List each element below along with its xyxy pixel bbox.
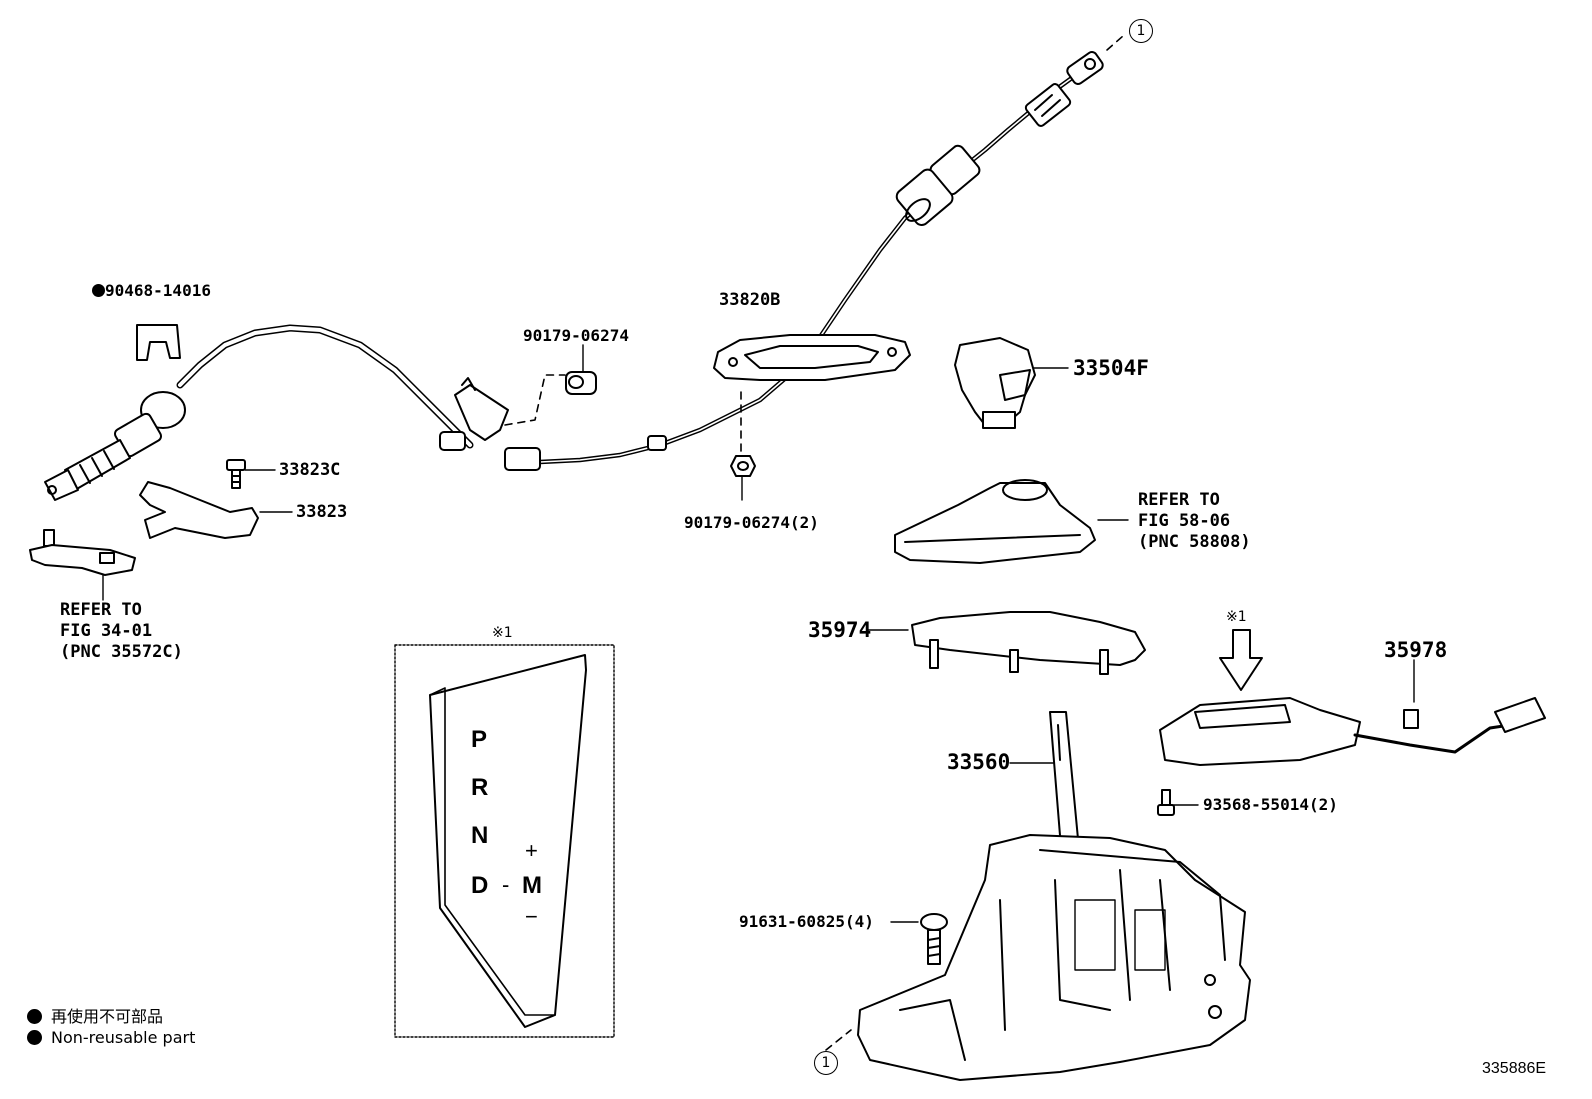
cushion-part [565,371,597,395]
illustration-id: 335886E [1482,1060,1547,1077]
part-label-35978: 35978 [1384,638,1448,662]
non-reusable-dot-icon [92,284,105,297]
gear-indicator-panel [394,644,615,1038]
gear-m: M [522,872,542,899]
gear-minus-left: - [502,872,510,897]
note-mark-panel: ※1 [492,625,513,641]
part-label-33560: 33560 [947,750,1011,774]
part-label-35974: 35974 [808,618,872,642]
dashed-leaders [504,35,1124,1051]
gear-plus: + [525,838,538,863]
shift-lever-part [1159,697,1546,766]
legend-en: Non-reusable part [27,1028,195,1047]
part-label-91631-60825-4: 91631-60825(4) [739,912,874,931]
housing-part [911,611,1146,675]
cushion-part-2 [730,455,756,477]
shift-base-part [857,834,1251,1081]
part-label-33820b: 33820B [719,290,781,310]
gear-r: R [471,774,489,801]
cable-plate-part [713,334,911,381]
shift-boot-part [894,479,1096,564]
lever-part [139,481,259,539]
gear-minus: − [525,904,538,929]
reference-note-left: REFER TO FIG 34-01 (PNC 35572C) [60,600,183,662]
part-label-90179-06274-2: 90179-06274(2) [684,513,819,532]
legend-dot-icon [27,1030,42,1045]
bolt-part-93568 [1157,789,1175,816]
bolt-part-91631 [920,913,948,965]
gear-d: D [471,872,489,899]
gear-p: P [471,726,488,753]
callout-circle-bottom: 1 [814,1051,838,1075]
pin-plate-part [29,529,136,576]
legend-dot-icon [27,1009,42,1024]
direction-arrow [1219,629,1263,691]
part-label-33823c: 33823C [279,460,341,480]
bolt-part [226,459,246,489]
gear-n: N [471,822,489,849]
shift-cable [44,51,1104,501]
part-label-90468: 90468-14016 [92,283,211,299]
part-label-93568-55014-2: 93568-55014(2) [1203,795,1338,814]
shift-knob-part [954,337,1036,429]
leader-lines [102,339,1415,923]
reference-note-right: REFER TO FIG 58-06 (PNC 58808) [1138,490,1251,552]
part-label-90179-06274: 90179-06274 [523,326,629,345]
legend-jp: 再使用不可部品 [27,1003,163,1027]
clip-part [136,324,181,361]
note-mark-arrow: ※1 [1226,609,1247,625]
part-label-33504f: 33504F [1073,356,1149,380]
callout-circle-top: 1 [1129,19,1153,43]
part-label-33823: 33823 [296,502,348,522]
